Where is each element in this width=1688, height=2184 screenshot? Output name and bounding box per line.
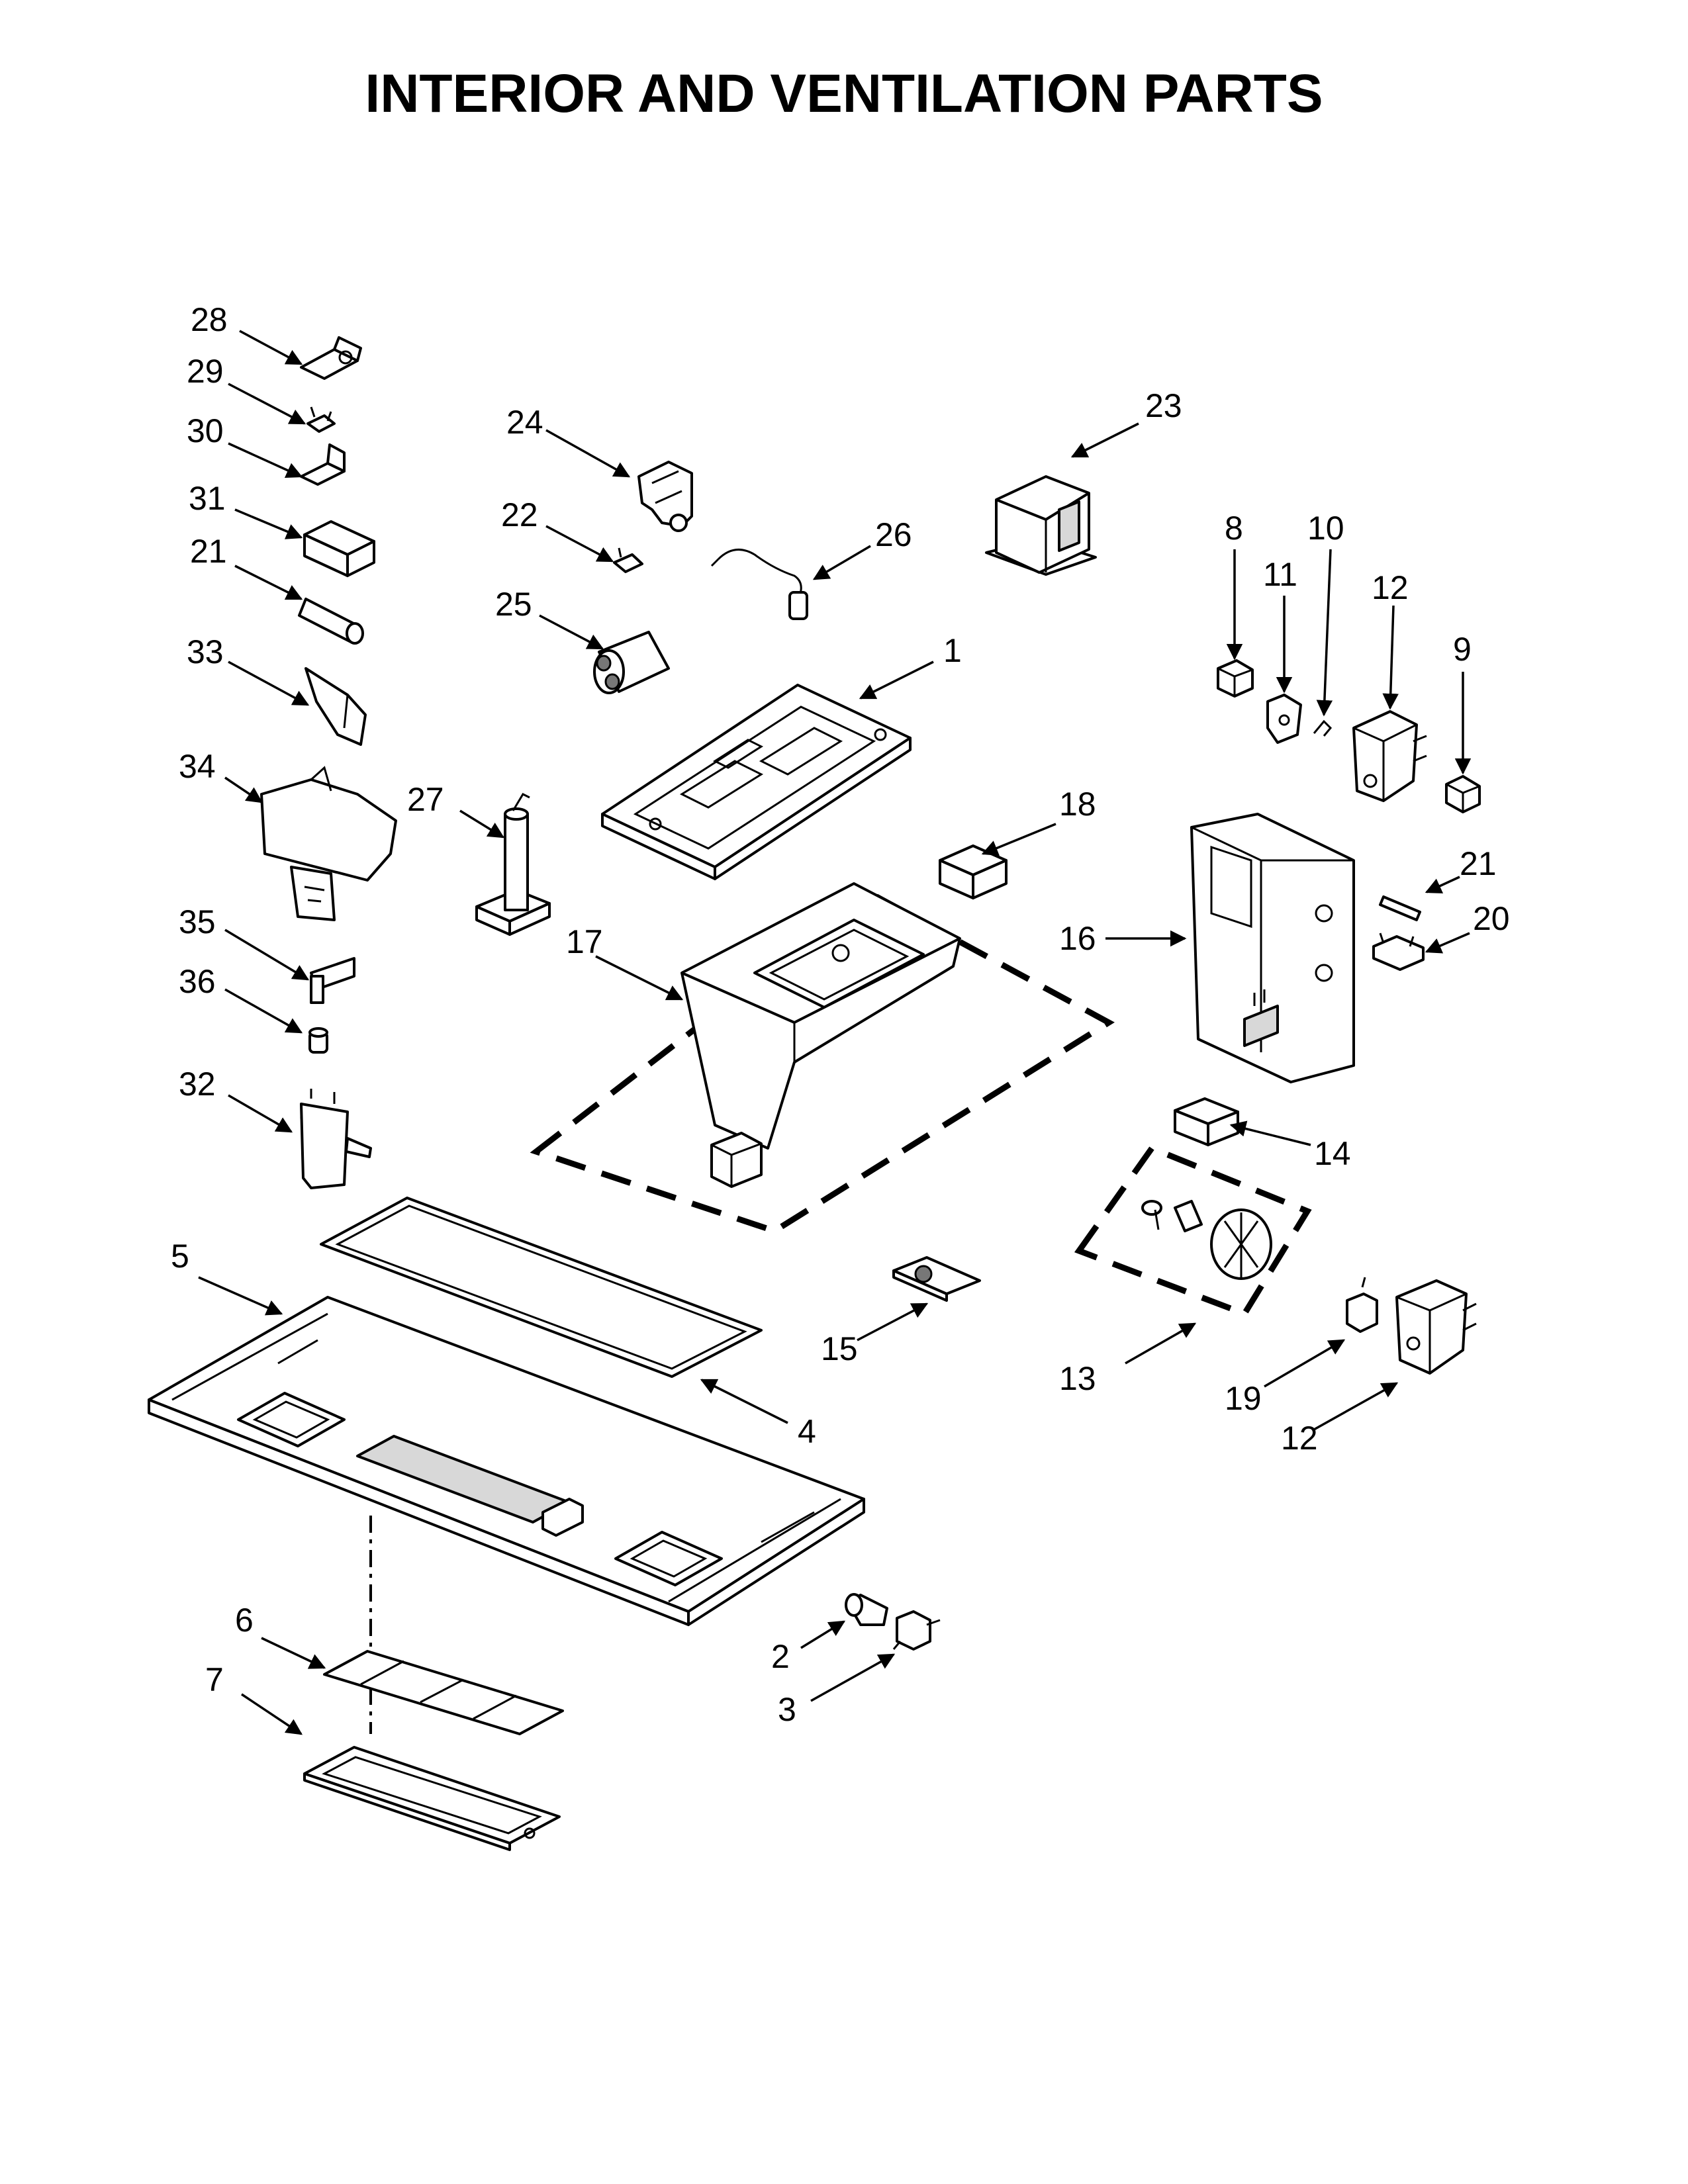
part-1-mounting-plate — [601, 684, 912, 880]
callout-36: 36 — [179, 963, 216, 1000]
part-28-bracket — [300, 336, 362, 380]
part-32-capacitor — [300, 1089, 372, 1189]
callout-23: 23 — [1145, 387, 1182, 424]
callout-labels: 28 29 30 31 21 33 34 35 36 32 24 22 26 2… — [171, 301, 1510, 1728]
callout-32: 32 — [179, 1066, 216, 1103]
part-3-socket — [892, 1610, 941, 1651]
callout-9: 9 — [1453, 631, 1472, 668]
callout-4: 4 — [798, 1413, 816, 1450]
callout-24: 24 — [506, 404, 543, 441]
part-29-clip — [306, 406, 336, 433]
leader-lines — [198, 330, 1472, 1735]
part-33-shield — [305, 667, 367, 746]
callout-17: 17 — [566, 923, 603, 960]
part-18-block — [939, 844, 1008, 899]
page-title: INTERIOR AND VENTILATION PARTS — [365, 64, 1323, 124]
part-9-switch — [1445, 775, 1481, 813]
part-5-vent-frame — [148, 1296, 865, 1626]
callout-8: 8 — [1225, 510, 1243, 547]
part-13-motor-assembly — [1074, 1144, 1312, 1318]
callout-30: 30 — [187, 412, 224, 449]
callout-12a: 12 — [1372, 569, 1409, 606]
part-8-switch — [1217, 659, 1254, 698]
part-25-capacitor — [593, 631, 670, 694]
part-17-duct-assembly — [530, 882, 1115, 1234]
callout-14: 14 — [1314, 1135, 1351, 1172]
part-2-lamp — [845, 1593, 888, 1626]
part-35-fuse — [310, 957, 355, 1004]
callout-34: 34 — [179, 748, 216, 785]
part-21-tube — [298, 598, 364, 645]
callout-29: 29 — [187, 353, 224, 390]
callout-28: 28 — [191, 301, 228, 338]
callout-13: 13 — [1059, 1360, 1096, 1397]
part-11-actuator — [1266, 694, 1302, 744]
callout-3: 3 — [778, 1691, 796, 1728]
callout-21b: 21 — [1460, 845, 1497, 882]
part-15-plate — [892, 1256, 981, 1302]
part-23-transformer — [985, 475, 1097, 576]
part-12-latch-bracket-lower — [1395, 1279, 1477, 1375]
callout-20: 20 — [1473, 900, 1510, 937]
callout-7: 7 — [205, 1661, 224, 1698]
callout-12b: 12 — [1281, 1420, 1318, 1457]
callout-26: 26 — [875, 516, 912, 553]
part-24-relay — [637, 461, 693, 532]
part-27-post — [475, 793, 551, 936]
part-20-thermostat — [1372, 933, 1425, 971]
callout-31: 31 — [189, 480, 226, 517]
callout-2: 2 — [771, 1638, 790, 1675]
callout-16: 16 — [1059, 920, 1096, 957]
callout-25: 25 — [495, 586, 532, 623]
part-19-fuse — [1346, 1277, 1378, 1333]
callout-15: 15 — [821, 1330, 858, 1367]
callout-18: 18 — [1059, 786, 1096, 823]
callout-10: 10 — [1307, 510, 1344, 547]
callout-33: 33 — [187, 633, 224, 670]
part-36-cap — [308, 1027, 328, 1054]
part-16-control-bracket — [1190, 813, 1355, 1083]
part-30-bracket — [300, 443, 346, 486]
callout-1: 1 — [943, 632, 962, 669]
callout-5: 5 — [171, 1238, 189, 1275]
part-31-block — [303, 520, 375, 577]
callout-6: 6 — [235, 1602, 254, 1639]
part-21-tube-right — [1379, 895, 1421, 921]
callout-19: 19 — [1225, 1380, 1262, 1417]
callout-22: 22 — [501, 496, 538, 533]
callout-35: 35 — [179, 903, 216, 940]
part-26-wire — [710, 548, 808, 620]
part-12-latch-bracket-upper — [1352, 710, 1427, 802]
part-6-panel — [323, 1650, 564, 1735]
part-34-duct — [260, 766, 397, 921]
part-7-frame — [303, 1746, 561, 1851]
callout-11: 11 — [1263, 556, 1297, 593]
part-22-clip — [613, 547, 643, 573]
part-14-block — [1174, 1097, 1239, 1146]
callout-21a: 21 — [190, 533, 227, 570]
callout-27: 27 — [407, 781, 444, 818]
part-10-spring — [1313, 719, 1333, 737]
